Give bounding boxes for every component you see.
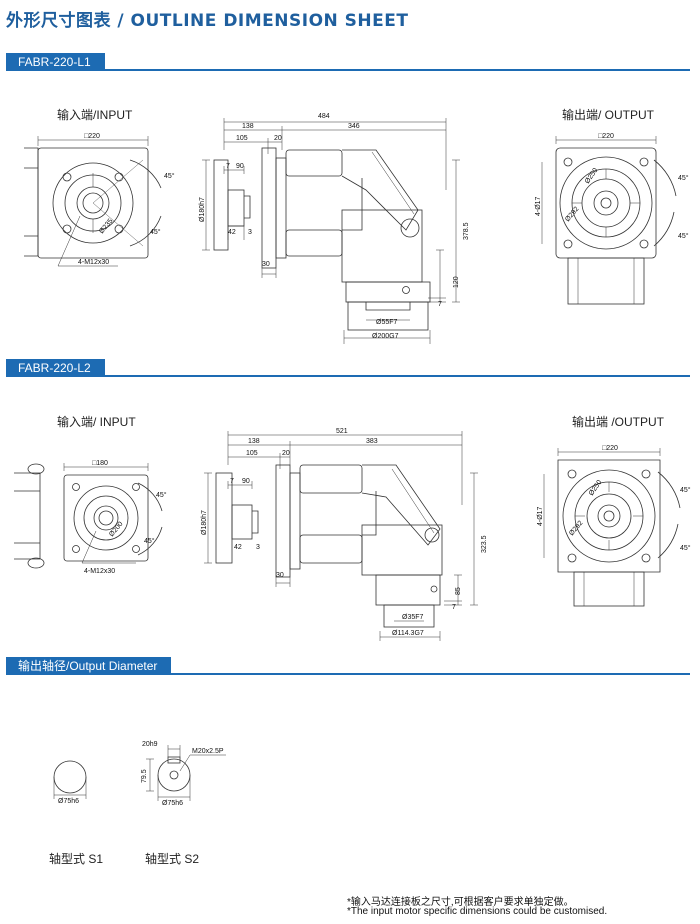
- l2-input-label: 输入端/ INPUT: [57, 415, 136, 429]
- l1-d7: 7: [226, 163, 230, 170]
- l2-input-angle-bottom: 45°: [144, 537, 155, 545]
- shaft-s1-drawing: Ø75h6: [53, 760, 87, 805]
- shaft-s2-label: 轴型式 S2: [145, 852, 200, 866]
- l2-d42: 42: [234, 544, 242, 551]
- l1-shaft: Ø55F7: [376, 319, 398, 326]
- note-cn: *输入马达连接板之尺寸,可根据客户要求单独定做。: [347, 897, 574, 908]
- section-rule-shaft: [6, 673, 690, 675]
- section-rule-l1: [6, 69, 690, 71]
- shaft-s2-key: 20h9: [142, 741, 158, 748]
- l1-output-pcd: Ø250: [584, 167, 600, 185]
- l2-output-label: 输出端 /OUTPUT: [572, 415, 664, 429]
- l1-d30: 30: [262, 261, 270, 268]
- shaft-s2-dia: Ø75h6: [162, 800, 183, 807]
- l2-side-view: 521 138 383 105 20 7 90 Ø180h7 42 3 30 3…: [201, 428, 488, 641]
- l2-output-view: □220 Ø250 4-Ø17 Ø292 45° 45°: [537, 445, 691, 607]
- l2-output-hole: 4-Ø17: [537, 506, 544, 526]
- note-en: *The input motor specific dimensions cou…: [347, 906, 608, 917]
- l2-d20: 20: [282, 450, 290, 457]
- l1-input-view: □220 45° 45° Ø235 4-M12x30: [24, 133, 175, 267]
- l1-d378: 378.5: [463, 222, 470, 240]
- l1-d138: 138: [242, 123, 254, 130]
- l1-input-square: □220: [84, 133, 100, 140]
- l1-output-square: □220: [598, 133, 614, 140]
- l2-input-angle-top: 45°: [156, 491, 167, 499]
- l2-d7: 7: [230, 478, 234, 485]
- l1-output-angle-bottom: 45°: [678, 232, 689, 240]
- l2-output-pcd: Ø250: [588, 479, 604, 497]
- section-tag-l1: FABR-220-L1: [6, 53, 105, 71]
- shaft-s2-thread: M20x2.5P: [192, 748, 224, 755]
- l1-d90: 90: [236, 163, 244, 170]
- shaft-s1-dia: Ø75h6: [58, 798, 79, 805]
- shaft-s2-drawing: 20h9 79.5 M20x2.5P Ø75h6: [141, 741, 226, 807]
- l1-output-label: 输出端/ OUTPUT: [562, 108, 654, 122]
- l2-d138: 138: [248, 438, 260, 445]
- l1-input-pcd: Ø235: [98, 218, 114, 236]
- l2-d180: Ø180h7: [201, 510, 208, 535]
- l1-d20: 20: [274, 135, 282, 142]
- l1-output-hole: 4-Ø17: [535, 196, 542, 216]
- l2-d3: 3: [256, 544, 260, 551]
- l2-d90: 90: [242, 478, 250, 485]
- l2-output-circle: Ø292: [568, 520, 584, 538]
- l2-d85: 85: [455, 587, 462, 595]
- l2-output-angle-bottom: 45°: [680, 544, 691, 552]
- l1-side-view: 484 138 346 105 20 7 90 Ø180h7 42 3 30 3…: [199, 113, 470, 344]
- section-rule-l2: [6, 375, 690, 377]
- l1-d3: 3: [248, 229, 252, 236]
- l1-d120: 120: [453, 276, 460, 288]
- l2-d30: 30: [276, 572, 284, 579]
- l1-d42: 42: [228, 229, 236, 236]
- shaft-s2-height: 79.5: [141, 769, 148, 783]
- l2-input-square: □180: [92, 460, 108, 467]
- l1-output-view: □220 Ø250 4-Ø17 Ø292 45° 45°: [535, 133, 689, 305]
- l2-overall: 521: [336, 428, 348, 435]
- l2-output-angle-top: 45°: [680, 486, 691, 494]
- l1-output-circle: Ø292: [564, 206, 580, 224]
- l2-input-view: □180 Ø200 45° 45° 4-M12x30: [14, 460, 167, 575]
- l2-d323: 323.5: [481, 535, 488, 553]
- l1-input-angle-top: 45°: [164, 172, 175, 180]
- l2-input-screw: 4-M12x30: [84, 568, 115, 575]
- l2-d105: 105: [246, 450, 258, 457]
- l2-d7b: 7: [452, 604, 456, 611]
- section-tag-l2: FABR-220-L2: [6, 359, 105, 377]
- page-title: 外形尺寸图表 / OUTLINE DIMENSION SHEET: [6, 11, 409, 31]
- l2-pilot: Ø114.3G7: [392, 630, 424, 637]
- l1-d7b: 7: [438, 301, 442, 308]
- l2-d383: 383: [366, 438, 378, 445]
- l1-d346: 346: [348, 123, 360, 130]
- shaft-s1-label: 轴型式 S1: [49, 852, 104, 866]
- l1-input-screw: 4-M12x30: [78, 259, 109, 266]
- l1-input-label: 输入端/INPUT: [57, 108, 133, 122]
- section-tag-shaft: 输出轴径/Output Diameter: [6, 657, 172, 675]
- l1-pilot: Ø200G7: [372, 333, 399, 340]
- l1-output-angle-top: 45°: [678, 174, 689, 182]
- l1-d180: Ø180h7: [199, 197, 206, 222]
- l1-overall: 484: [318, 113, 330, 120]
- l1-d105: 105: [236, 135, 248, 142]
- l2-shaft: Ø35F7: [402, 614, 424, 621]
- l1-input-angle-bottom: 45°: [150, 228, 161, 236]
- l2-output-square: □220: [602, 445, 618, 452]
